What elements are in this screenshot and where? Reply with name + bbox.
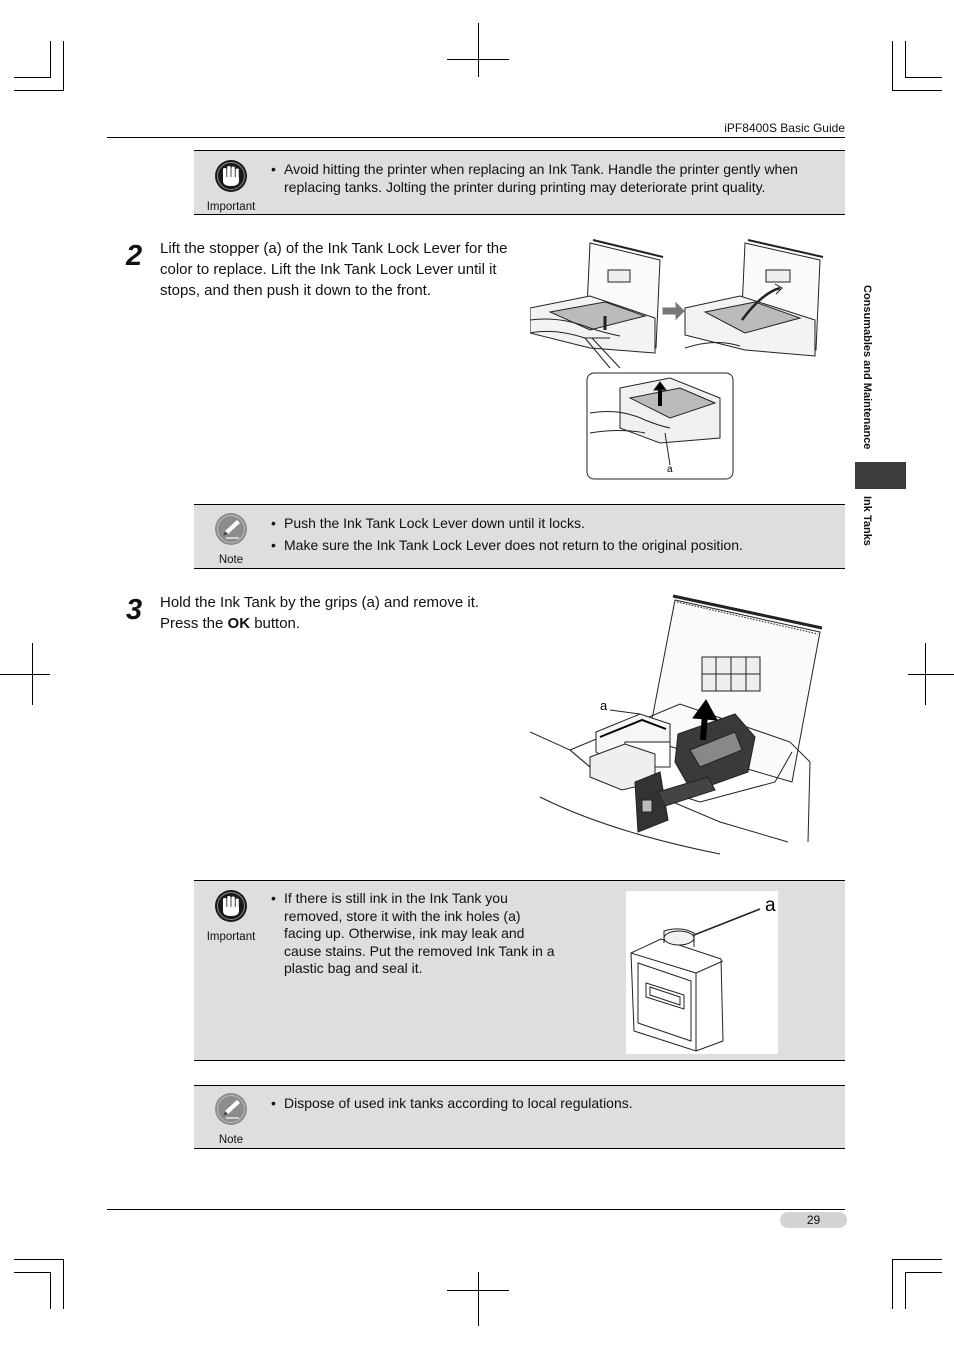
important-label: Important [206, 201, 256, 213]
ink-tank-holes-illustration: a [626, 891, 778, 1054]
list-item: Avoid hitting the printer when replacing… [270, 161, 830, 196]
step-2-instruction: Lift the stopper (a) of the Ink Tank Loc… [160, 240, 508, 299]
callout-label-a: a [600, 698, 608, 713]
important-label: Important [206, 931, 256, 943]
document-header-title: iPF8400S Basic Guide [724, 121, 845, 135]
step-number-3: 3 [126, 594, 143, 626]
side-nav-subsection[interactable]: Ink Tanks [861, 496, 873, 546]
ok-button-reference: OK [227, 615, 251, 632]
note-box-1: Note Push the Ink Tank Lock Lever down u… [194, 504, 845, 569]
note-box-2: Note Dispose of used ink tanks according… [194, 1085, 845, 1149]
list-item: If there is still ink in the Ink Tank yo… [270, 890, 560, 978]
note-label: Note [218, 1134, 244, 1146]
important-notice-2: Important If there is still ink in the I… [194, 880, 845, 1061]
step-number-2: 2 [126, 240, 143, 272]
ink-tank-removal-illustration: a [530, 594, 823, 855]
list-item: Make sure the Ink Tank Lock Lever does n… [270, 537, 830, 555]
callout-label-a: a [765, 895, 776, 916]
list-item: Dispose of used ink tanks according to l… [270, 1095, 830, 1113]
note-list-1: Push the Ink Tank Lock Lever down until … [270, 515, 830, 558]
side-nav-active-tab [855, 462, 906, 489]
lock-lever-illustration: a [530, 239, 824, 480]
note-label: Note [218, 554, 244, 566]
important-list-2: If there is still ink in the Ink Tank yo… [270, 890, 560, 982]
page-number: 29 [780, 1212, 847, 1228]
callout-label-a: a [667, 464, 673, 475]
footer-rule [107, 1209, 845, 1210]
list-item: Push the Ink Tank Lock Lever down until … [270, 515, 830, 533]
pencil-note-icon [215, 1093, 247, 1125]
note-list-2: Dispose of used ink tanks according to l… [270, 1095, 830, 1117]
header-rule [107, 137, 845, 138]
stop-hand-icon [215, 890, 247, 922]
important-list-1: Avoid hitting the printer when replacing… [270, 161, 830, 200]
important-notice-1: Important Avoid hitting the printer when… [194, 150, 845, 215]
pencil-note-icon [215, 513, 247, 545]
step-3-instruction: Hold the Ink Tank by the grips (a) and r… [160, 594, 480, 632]
stop-hand-icon [215, 160, 247, 192]
side-nav-section[interactable]: Consumables and Maintenance [861, 285, 873, 450]
